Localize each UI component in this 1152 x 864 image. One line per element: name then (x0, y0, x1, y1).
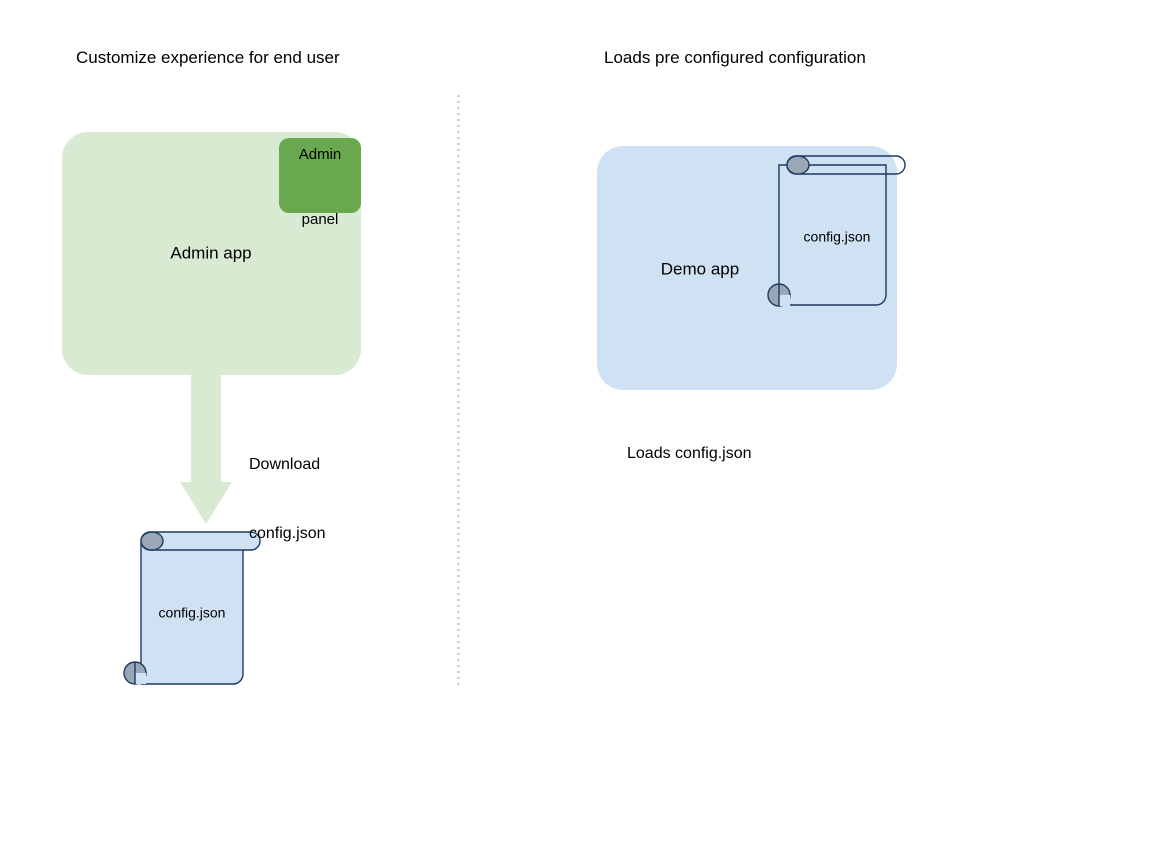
download-arrow (180, 370, 232, 524)
left-section-title: Customize experience for end user (76, 48, 340, 67)
left-document-label: config.json (158, 604, 226, 621)
left-config-json-document[interactable] (123, 531, 261, 685)
admin-panel-box[interactable] (279, 138, 361, 213)
demo-app-label: Demo app (660, 259, 740, 279)
loads-config-caption: Loads config.json (627, 445, 752, 462)
download-arrow-label-line1: Download (249, 456, 321, 474)
right-document-bottom-curl-notch-icon (779, 295, 790, 306)
download-arrow-label-line2: config.json (249, 524, 326, 542)
admin-panel-label-line2: panel (301, 210, 339, 228)
left-document-body (140, 541, 244, 685)
right-section-title: Loads pre configured configuration (604, 48, 866, 67)
left-document-bottom-curl-notch-icon (135, 673, 146, 684)
right-document-label: config.json (803, 228, 871, 245)
admin-app-label: Admin app (170, 243, 252, 263)
download-arrow-label: Download config.json (249, 409, 326, 568)
right-config-json-document[interactable] (767, 155, 906, 307)
left-document-top-roll-end-icon (140, 531, 164, 551)
demo-app-box[interactable] (597, 146, 897, 390)
admin-panel-label: Admin panel (279, 100, 361, 252)
right-document-body (778, 164, 887, 306)
right-document-top-roll-end-icon (786, 155, 810, 175)
admin-panel-label-line1: Admin (298, 145, 342, 163)
